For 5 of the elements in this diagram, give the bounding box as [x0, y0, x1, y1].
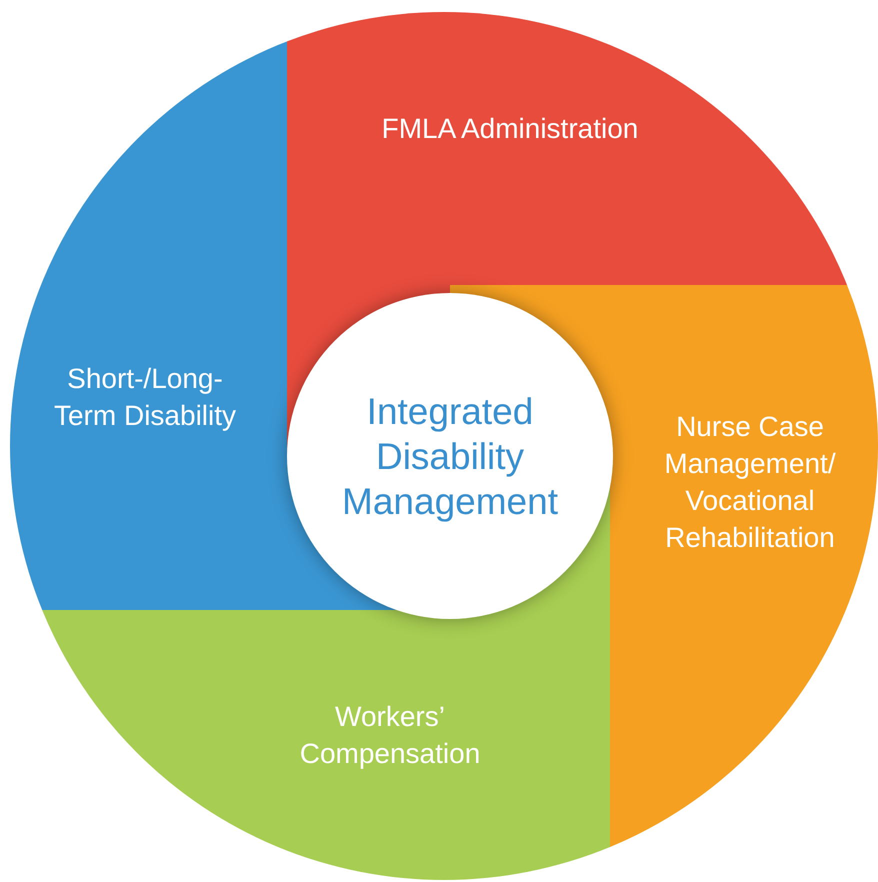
- segment-label: Nurse Case Management/ Vocational Rehabilitation: [663, 410, 837, 555]
- segment-label: Workers’ Compensation: [298, 700, 482, 771]
- segment-label: Short-/Long-Term Disability: [52, 362, 238, 433]
- segment-label: FMLA Administration: [380, 112, 640, 146]
- center-title: Integrated Disability Management: [341, 390, 559, 524]
